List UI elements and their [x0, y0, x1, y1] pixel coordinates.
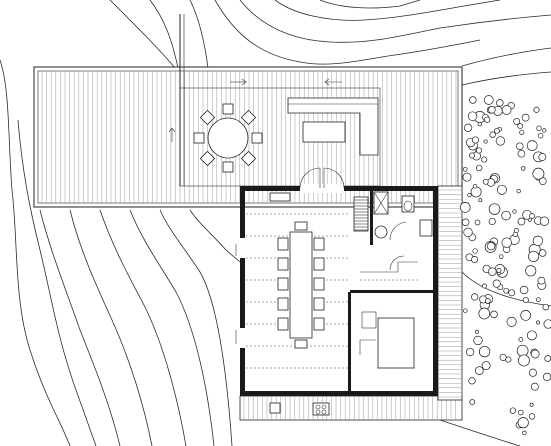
- chair: [251, 132, 263, 144]
- chair: [313, 237, 325, 251]
- chair: [277, 297, 289, 311]
- chair: [222, 161, 234, 173]
- round-table: [207, 117, 249, 159]
- chair: [240, 109, 257, 126]
- building-walls: [238, 184, 438, 396]
- timber-deck: [33, 66, 463, 421]
- chair: [277, 237, 289, 251]
- hob: [312, 402, 330, 416]
- stair: [353, 196, 420, 281]
- chair: [277, 277, 289, 291]
- chair: [313, 317, 325, 331]
- chair: [313, 257, 325, 271]
- chair: [313, 297, 325, 311]
- chair: [222, 103, 234, 115]
- bathroom: [373, 191, 433, 241]
- dining-terrace: [168, 14, 381, 187]
- lounge-sofa: [287, 97, 379, 156]
- chair: [294, 339, 308, 349]
- pebble-garden: [459, 95, 551, 436]
- chair: [240, 150, 257, 167]
- chair: [294, 221, 308, 231]
- door-swing: [299, 167, 321, 189]
- chair: [199, 150, 216, 167]
- dining-table: [289, 231, 313, 339]
- door-swing: [323, 167, 345, 189]
- chair: [313, 277, 325, 291]
- living-dining-room: [235, 192, 348, 416]
- chair: [277, 317, 289, 331]
- chair: [277, 257, 289, 271]
- chair: [193, 132, 205, 144]
- kitchen-island: [359, 311, 415, 369]
- chair: [199, 109, 216, 126]
